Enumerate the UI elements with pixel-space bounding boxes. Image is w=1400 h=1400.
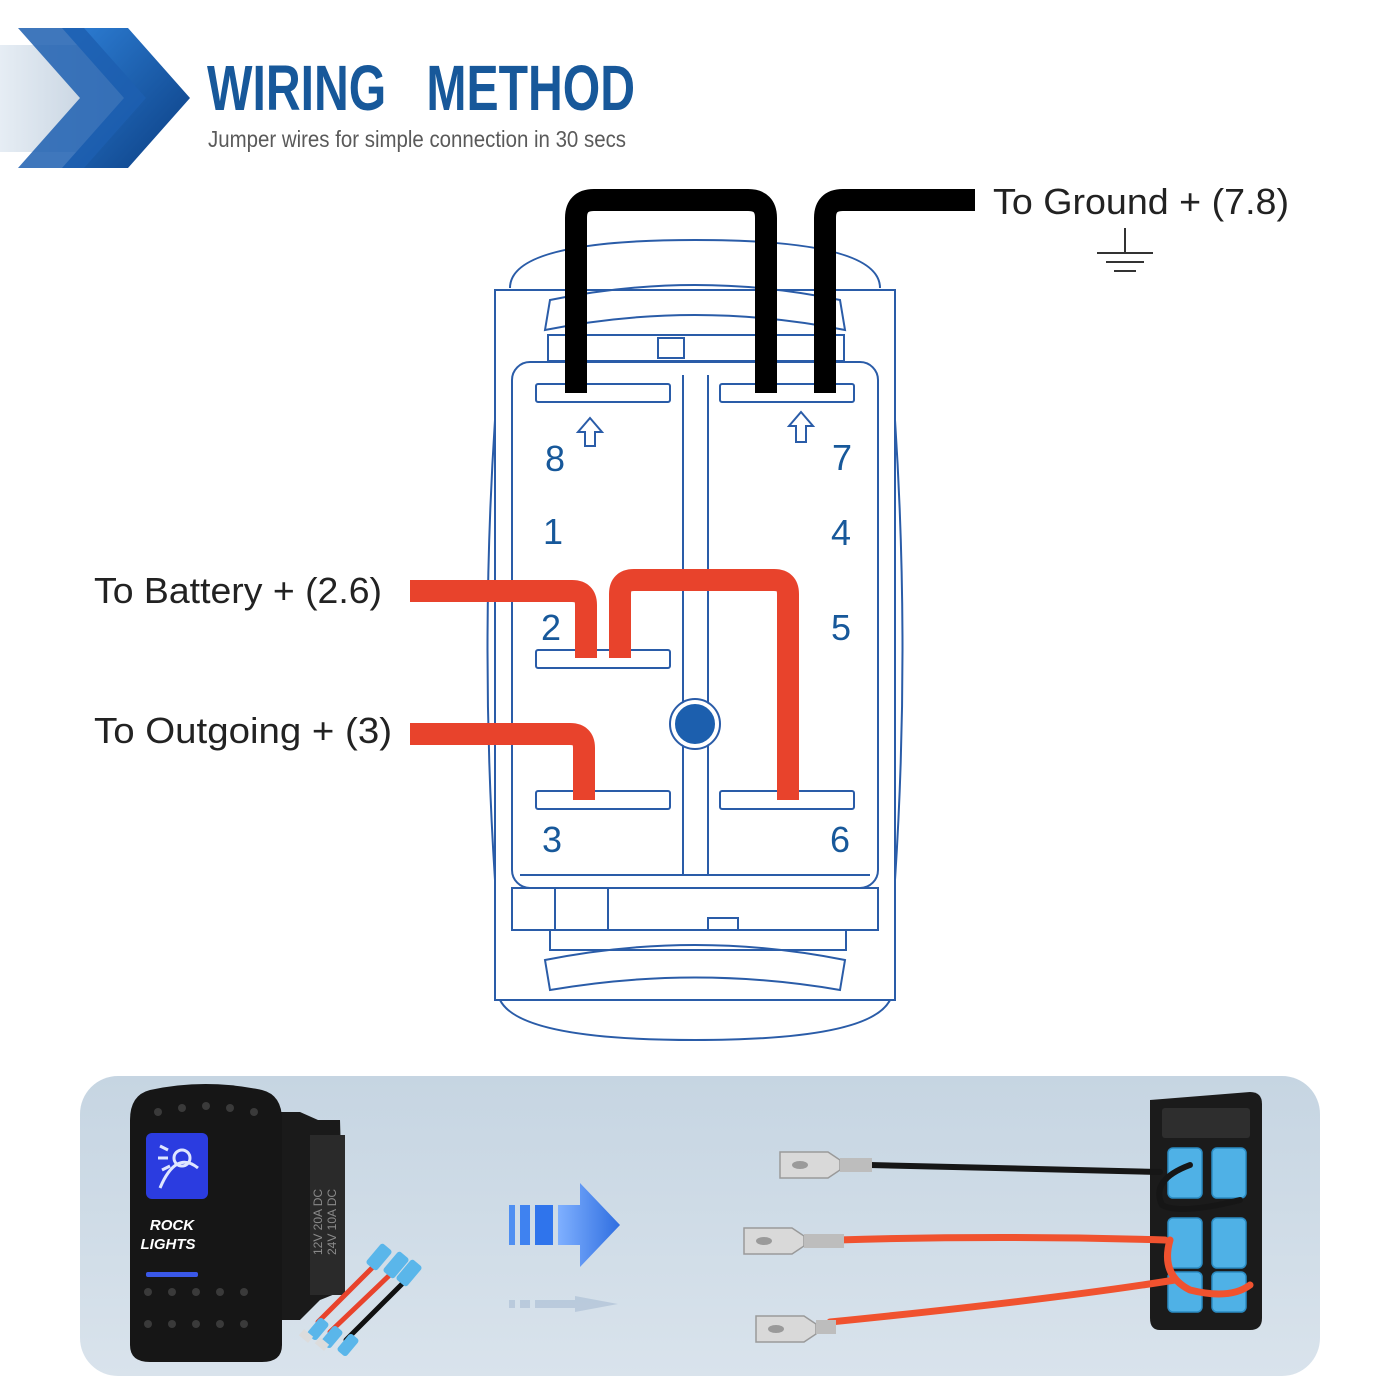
- page-title: WIRING METHOD: [207, 52, 635, 124]
- spade-terminals: [743, 1151, 872, 1343]
- switch-label-line2: LIGHTS: [141, 1236, 196, 1253]
- switch-outline: [486, 238, 904, 1042]
- jumper-wires: [298, 1243, 422, 1357]
- header-chevron-icon: [0, 28, 190, 168]
- switch-rating-line2: 24V 10A DC: [325, 1189, 339, 1255]
- pin-label-8: 8: [545, 438, 565, 479]
- pin-label-2: 2: [541, 607, 561, 648]
- battery-label: To Battery + (2.6): [94, 570, 382, 611]
- red-outgoing-wire: [410, 723, 595, 800]
- header: WIRING METHOD Jumper wires for simple co…: [0, 28, 635, 168]
- red-battery-wires: [410, 569, 799, 800]
- switch-label-line1: ROCK: [150, 1217, 195, 1234]
- pin-label-6: 6: [830, 819, 850, 860]
- ground-symbol-icon: [1097, 228, 1153, 272]
- transition-arrow-icon: [509, 1183, 620, 1312]
- pin-label-3: 3: [542, 819, 562, 860]
- pin-label-1: 1: [543, 511, 563, 552]
- up-arrow-icon: [575, 416, 605, 447]
- up-arrow-icon: [786, 410, 816, 443]
- black-ground-wires: [565, 189, 975, 393]
- switch-rating-line1: 12V 20A DC: [311, 1189, 325, 1255]
- page-subtitle: Jumper wires for simple connection in 30…: [208, 126, 626, 152]
- ground-label: To Ground + (7.8): [993, 181, 1289, 222]
- long-wires: [826, 1162, 1254, 1326]
- pin-label-4: 4: [831, 512, 851, 553]
- center-indicator-dot: [671, 700, 719, 748]
- outgoing-label: To Outgoing + (3): [94, 710, 392, 751]
- pin-label-5: 5: [831, 607, 851, 648]
- rocker-switch-product: 12V 20A DC 24V 10A DC ROCK LIGHTS: [130, 1084, 345, 1362]
- pin-label-7: 7: [832, 437, 852, 478]
